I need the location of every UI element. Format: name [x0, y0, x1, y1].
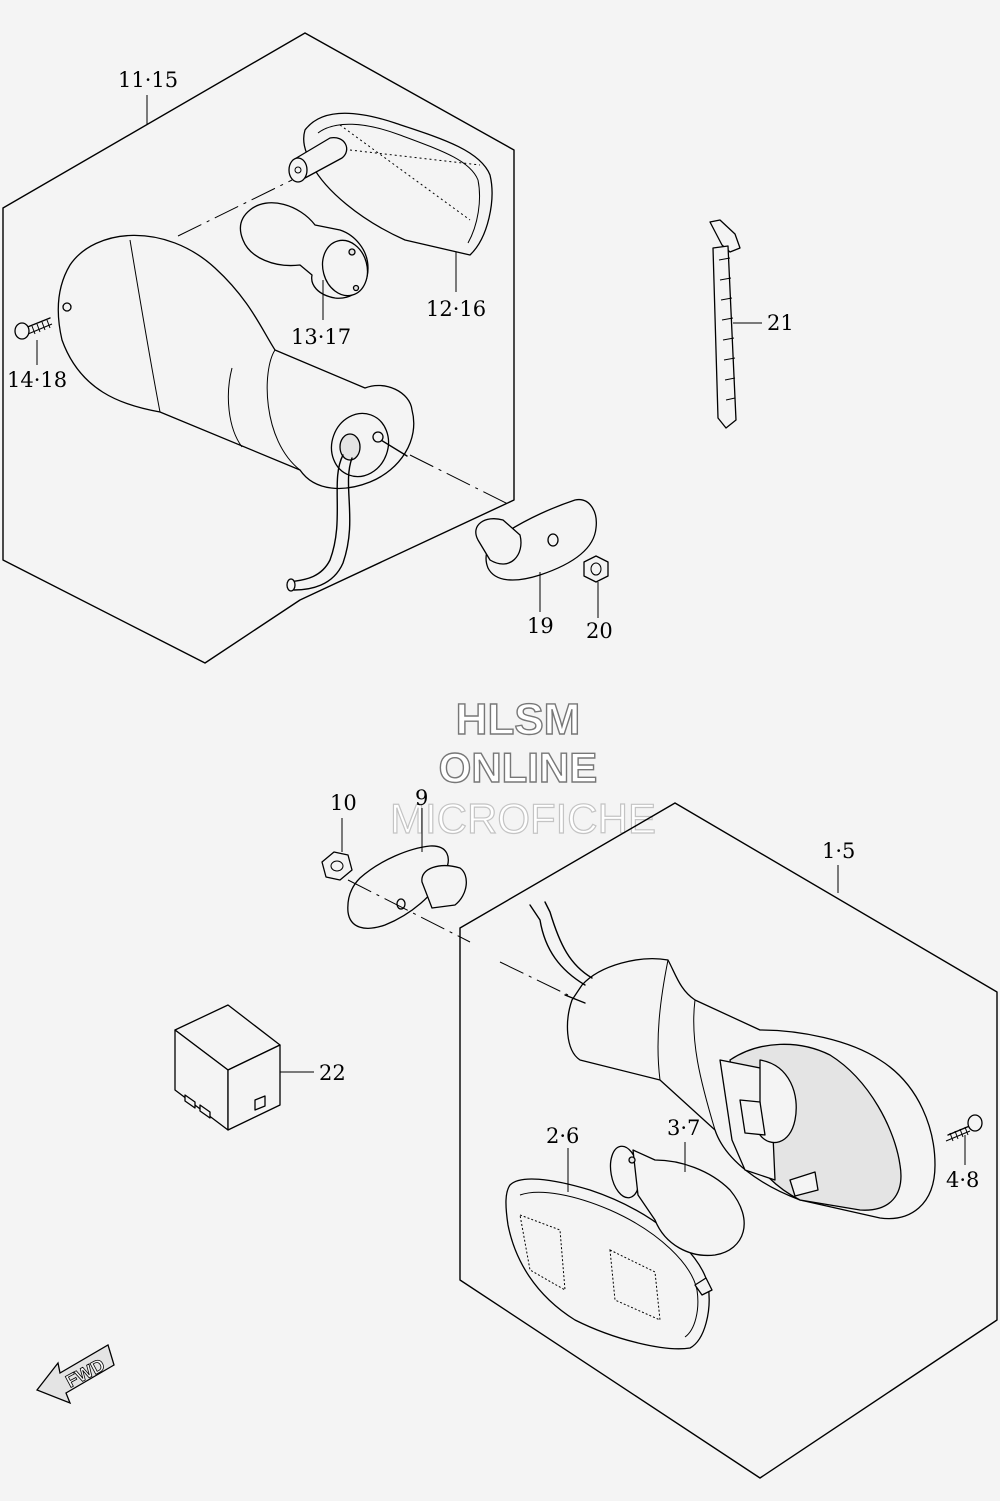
fwd-arrow-icon: FWD [35, 1344, 115, 1405]
callout-20: 20 [586, 619, 613, 643]
callout-1-5: 1·5 [822, 839, 855, 863]
callout-10: 10 [330, 791, 357, 815]
callout-12-16: 12·16 [426, 297, 486, 321]
lower-housing [529, 901, 936, 1220]
upper-lens-icon [288, 112, 493, 256]
lower-bulb-icon [609, 1145, 745, 1257]
upper-screw-icon [14, 317, 53, 340]
callout-9: 9 [415, 786, 428, 810]
lower-lens-icon [505, 1178, 713, 1350]
lower-nut-icon [321, 851, 353, 881]
watermark-line-2: ONLINE [439, 744, 598, 791]
relay-icon [174, 1004, 281, 1131]
callout-21: 21 [767, 311, 794, 335]
upper-housing [57, 234, 415, 592]
cable-tie-icon [709, 219, 741, 429]
callout-3-7: 3·7 [667, 1116, 700, 1140]
callout-13-17: 13·17 [291, 325, 351, 349]
callout-11-15: 11·15 [118, 68, 178, 92]
watermark: HLSM ONLINE MICROFICHE [389, 694, 656, 842]
callout-4-8: 4·8 [946, 1168, 979, 1192]
callout-14-18: 14·18 [7, 368, 67, 392]
callout-22: 22 [319, 1061, 346, 1085]
lower-plate-icon [347, 845, 467, 929]
lower-screw-icon [945, 1114, 983, 1142]
callout-2-6: 2·6 [546, 1124, 579, 1148]
upper-bulb-icon [239, 202, 369, 299]
upper-plate-icon [475, 499, 597, 581]
lower-assembly-box [459, 802, 998, 1479]
watermark-line-1: HLSM [456, 695, 581, 744]
callout-labels: 11·15 14·18 13·17 12·16 21 19 20 10 9 1·… [7, 68, 979, 1192]
watermark-line-3: MICROFICHE [390, 795, 656, 842]
upper-assembly-box [2, 32, 515, 664]
callout-19: 19 [527, 614, 554, 638]
leader-lines [36, 95, 966, 1192]
upper-nut-icon [583, 555, 609, 583]
